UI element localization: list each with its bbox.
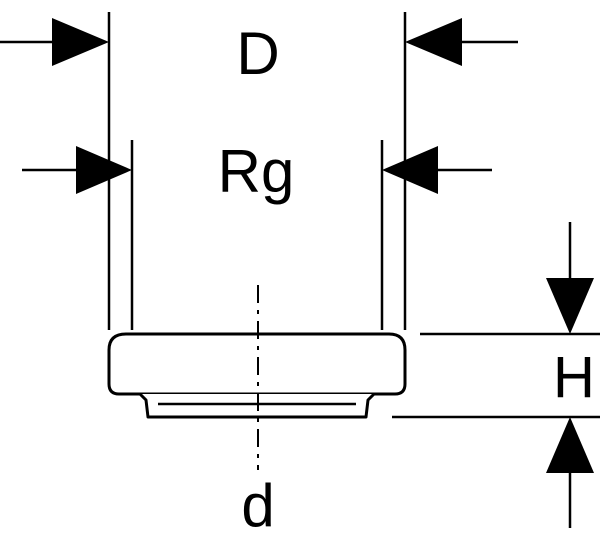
label-D: D xyxy=(236,20,279,87)
dimension-outer-diameter: D xyxy=(0,12,518,330)
arrow-right-icon xyxy=(52,18,109,66)
label-d: d xyxy=(241,472,274,539)
dimension-thread: Rg xyxy=(22,138,492,330)
arrow-up-icon xyxy=(546,417,594,473)
dimension-height: H xyxy=(392,222,600,528)
arrow-left-icon xyxy=(382,146,438,194)
arrow-down-icon xyxy=(546,278,594,334)
arrow-right-icon xyxy=(76,146,132,194)
label-H: H xyxy=(553,345,595,410)
label-Rg: Rg xyxy=(218,138,295,205)
arrow-left-icon xyxy=(405,18,462,66)
